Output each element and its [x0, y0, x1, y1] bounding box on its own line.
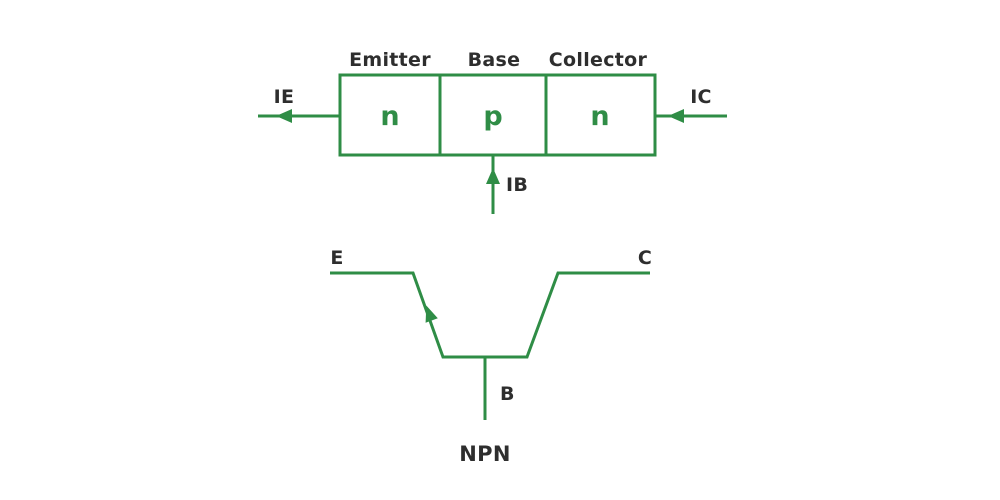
collector-terminal-label: C [638, 247, 652, 269]
emitter-label: Emitter [349, 49, 431, 71]
collector-label: Collector [549, 49, 648, 71]
ib-current-label: IB [506, 174, 528, 196]
block-diagram-group: Emitter Base Collector n p n IE IC IB [258, 49, 727, 214]
collector-current-arrow-icon [668, 109, 684, 123]
symbol-emitter-arrow-icon [425, 305, 438, 323]
emitter-terminal-label: E [330, 247, 343, 269]
base-terminal-label: B [500, 383, 515, 405]
npn-caption: NPN [459, 442, 510, 466]
n-region-right: n [590, 101, 609, 132]
base-label: Base [468, 49, 521, 71]
symbol-diagram-group: E C B NPN [330, 247, 652, 466]
base-current-arrow-icon [486, 168, 500, 184]
symbol-body-wire [330, 271, 650, 359]
ic-current-label: IC [690, 86, 712, 108]
p-region: p [483, 101, 502, 132]
n-region-left: n [380, 101, 399, 132]
ie-current-label: IE [274, 86, 295, 108]
emitter-current-arrow-icon [276, 109, 292, 123]
